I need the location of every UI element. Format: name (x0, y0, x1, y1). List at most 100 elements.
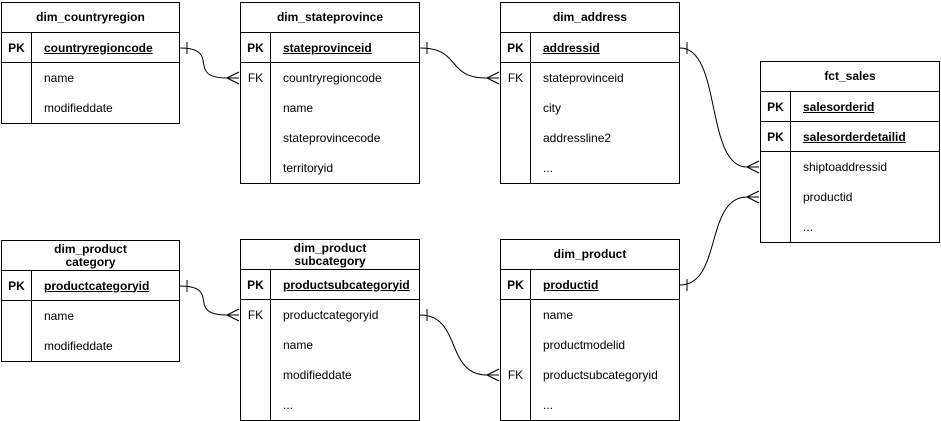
row-key-flag: FK (501, 360, 531, 390)
row-key-flag (241, 153, 271, 183)
entity-row-productid[interactable]: productid (761, 182, 939, 212)
entity-title-dim_stateprovince: dim_stateprovince (241, 3, 419, 33)
column-name: name (44, 309, 75, 323)
entity-title-line: fct_sales (824, 69, 876, 83)
entity-title-dim_countryregion: dim_countryregion (2, 3, 179, 33)
column-name: ... (803, 220, 814, 234)
row-key-flag: FK (501, 63, 531, 93)
column-name: countryregioncode (283, 71, 382, 85)
column-name: city (543, 101, 561, 115)
row-key-flag (501, 93, 531, 123)
relationship-line (179, 285, 228, 316)
column-name: modifieddate (44, 101, 113, 115)
column-name: name (44, 71, 75, 85)
relationship-line (679, 196, 748, 286)
entity-row-name[interactable]: name (2, 63, 179, 93)
entity-row-name[interactable]: name (241, 330, 419, 360)
row-key-flag (501, 153, 531, 183)
column-name: ... (543, 161, 554, 175)
row-key-flag: PK (501, 270, 531, 299)
entity-row-name[interactable]: name (2, 301, 179, 331)
many-cardinality-marker (746, 190, 760, 204)
entity-row-addressline2[interactable]: addressline2 (501, 123, 679, 153)
row-key-flag: PK (761, 92, 791, 121)
column-name: stateprovincecode (283, 131, 381, 145)
entity-row--[interactable]: ... (501, 153, 679, 183)
entity-row-shiptoaddressid[interactable]: shiptoaddressid (761, 152, 939, 182)
relationship-address-to-fct-sales[interactable] (679, 42, 760, 174)
entity-row-modifieddate[interactable]: modifieddate (2, 331, 179, 361)
entity-row--[interactable]: ... (501, 390, 679, 420)
relationship-line (419, 314, 488, 376)
entity-row--[interactable]: ... (761, 212, 939, 242)
column-name: ... (543, 398, 554, 412)
entity-row-city[interactable]: city (501, 93, 679, 123)
relationship-countryregion-to-stateprovince[interactable] (179, 42, 240, 85)
row-key-flag: PK (2, 33, 32, 62)
row-key-flag (501, 123, 531, 153)
column-name: productcategoryid (283, 308, 379, 322)
entity-row-name[interactable]: name (241, 93, 419, 123)
row-key-flag (241, 330, 271, 360)
relationship-product-to-fct-sales[interactable] (679, 190, 760, 291)
row-key-flag (2, 93, 32, 123)
column-name: productcategoryid (44, 278, 150, 293)
relationship-subcategory-to-product[interactable] (419, 309, 500, 382)
entity-row-stateprovinceid[interactable]: FK stateprovinceid (501, 63, 679, 93)
row-key-flag: PK (501, 33, 531, 62)
entity-title-line: dim_stateprovince (276, 10, 384, 24)
row-key-flag (241, 390, 271, 420)
entity-row-modifieddate[interactable]: modifieddate (2, 93, 179, 123)
entity-title-line: dim_address (552, 10, 628, 24)
row-key-flag (501, 390, 531, 420)
row-key-flag (241, 93, 271, 123)
column-name: territoryid (283, 161, 334, 175)
row-key-flag (761, 152, 791, 182)
entity-row--[interactable]: ... (241, 390, 419, 420)
entity-row-addressid[interactable]: PK addressid (501, 33, 679, 63)
entity-row-stateprovincecode[interactable]: stateprovincecode (241, 123, 419, 153)
column-name: name (283, 101, 314, 115)
entity-row-territoryid[interactable]: territoryid (241, 153, 419, 183)
row-key-flag (761, 182, 791, 212)
entity-row-modifieddate[interactable]: modifieddate (241, 360, 419, 390)
entity-row-countryregioncode[interactable]: PK countryregioncode (2, 33, 179, 63)
row-key-flag: PK (241, 33, 271, 62)
entity-row-productmodelid[interactable]: productmodelid (501, 330, 679, 360)
column-name: productid (803, 190, 853, 204)
relationship-stateprovince-to-address[interactable] (419, 42, 500, 85)
row-key-flag: PK (241, 270, 271, 299)
row-key-flag (2, 331, 32, 361)
column-name: countryregioncode (44, 40, 153, 55)
column-name: addressline2 (543, 131, 612, 145)
column-name: stateprovinceid (543, 71, 624, 85)
column-name: name (283, 338, 314, 352)
column-name: addressid (543, 40, 600, 55)
entity-row-name[interactable]: name (501, 300, 679, 330)
entity-title-dim_product: dim_product (501, 240, 679, 270)
entity-title-dim_address: dim_address (501, 3, 679, 33)
row-key-flag (501, 330, 531, 360)
many-cardinality-marker (486, 368, 500, 382)
relationship-category-to-subcategory[interactable] (179, 280, 240, 322)
relationship-line (179, 47, 228, 79)
